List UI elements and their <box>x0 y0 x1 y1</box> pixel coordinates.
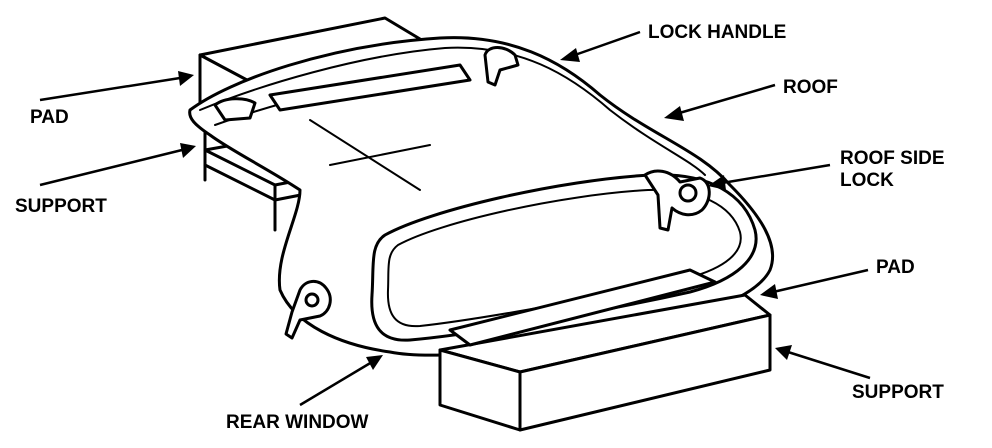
label-roof-side-lock-line1: ROOF SIDE <box>840 148 945 169</box>
arrow-roof-side-lock <box>721 163 831 185</box>
label-roof-side-lock-line2: LOCK <box>840 170 894 191</box>
front-support-stand <box>438 268 772 432</box>
label-support-right: SUPPORT <box>852 382 944 403</box>
arrow-support-left <box>39 148 183 187</box>
arrow-roof <box>675 83 776 116</box>
label-roof: ROOF <box>783 77 838 98</box>
label-rear-window: REAR WINDOW <box>226 412 369 433</box>
label-lock-handle: LOCK HANDLE <box>648 22 786 43</box>
leader-arrows <box>39 30 871 407</box>
arrow-lock-handle <box>571 30 641 58</box>
arrow-pad-right <box>772 268 869 294</box>
left-side-lock <box>284 280 332 340</box>
lock-handle <box>213 46 520 122</box>
label-pad-left: PAD <box>30 107 69 128</box>
label-support-left: SUPPORT <box>15 196 107 217</box>
arrow-support-right <box>787 350 871 380</box>
arrow-pad-left <box>39 76 181 102</box>
arrow-rear-window <box>299 360 373 407</box>
callout-labels: LOCK HANDLE ROOF ROOF SIDE LOCK PAD SUPP… <box>15 22 945 433</box>
label-pad-right: PAD <box>876 257 915 278</box>
roof-side-lock <box>643 169 711 232</box>
